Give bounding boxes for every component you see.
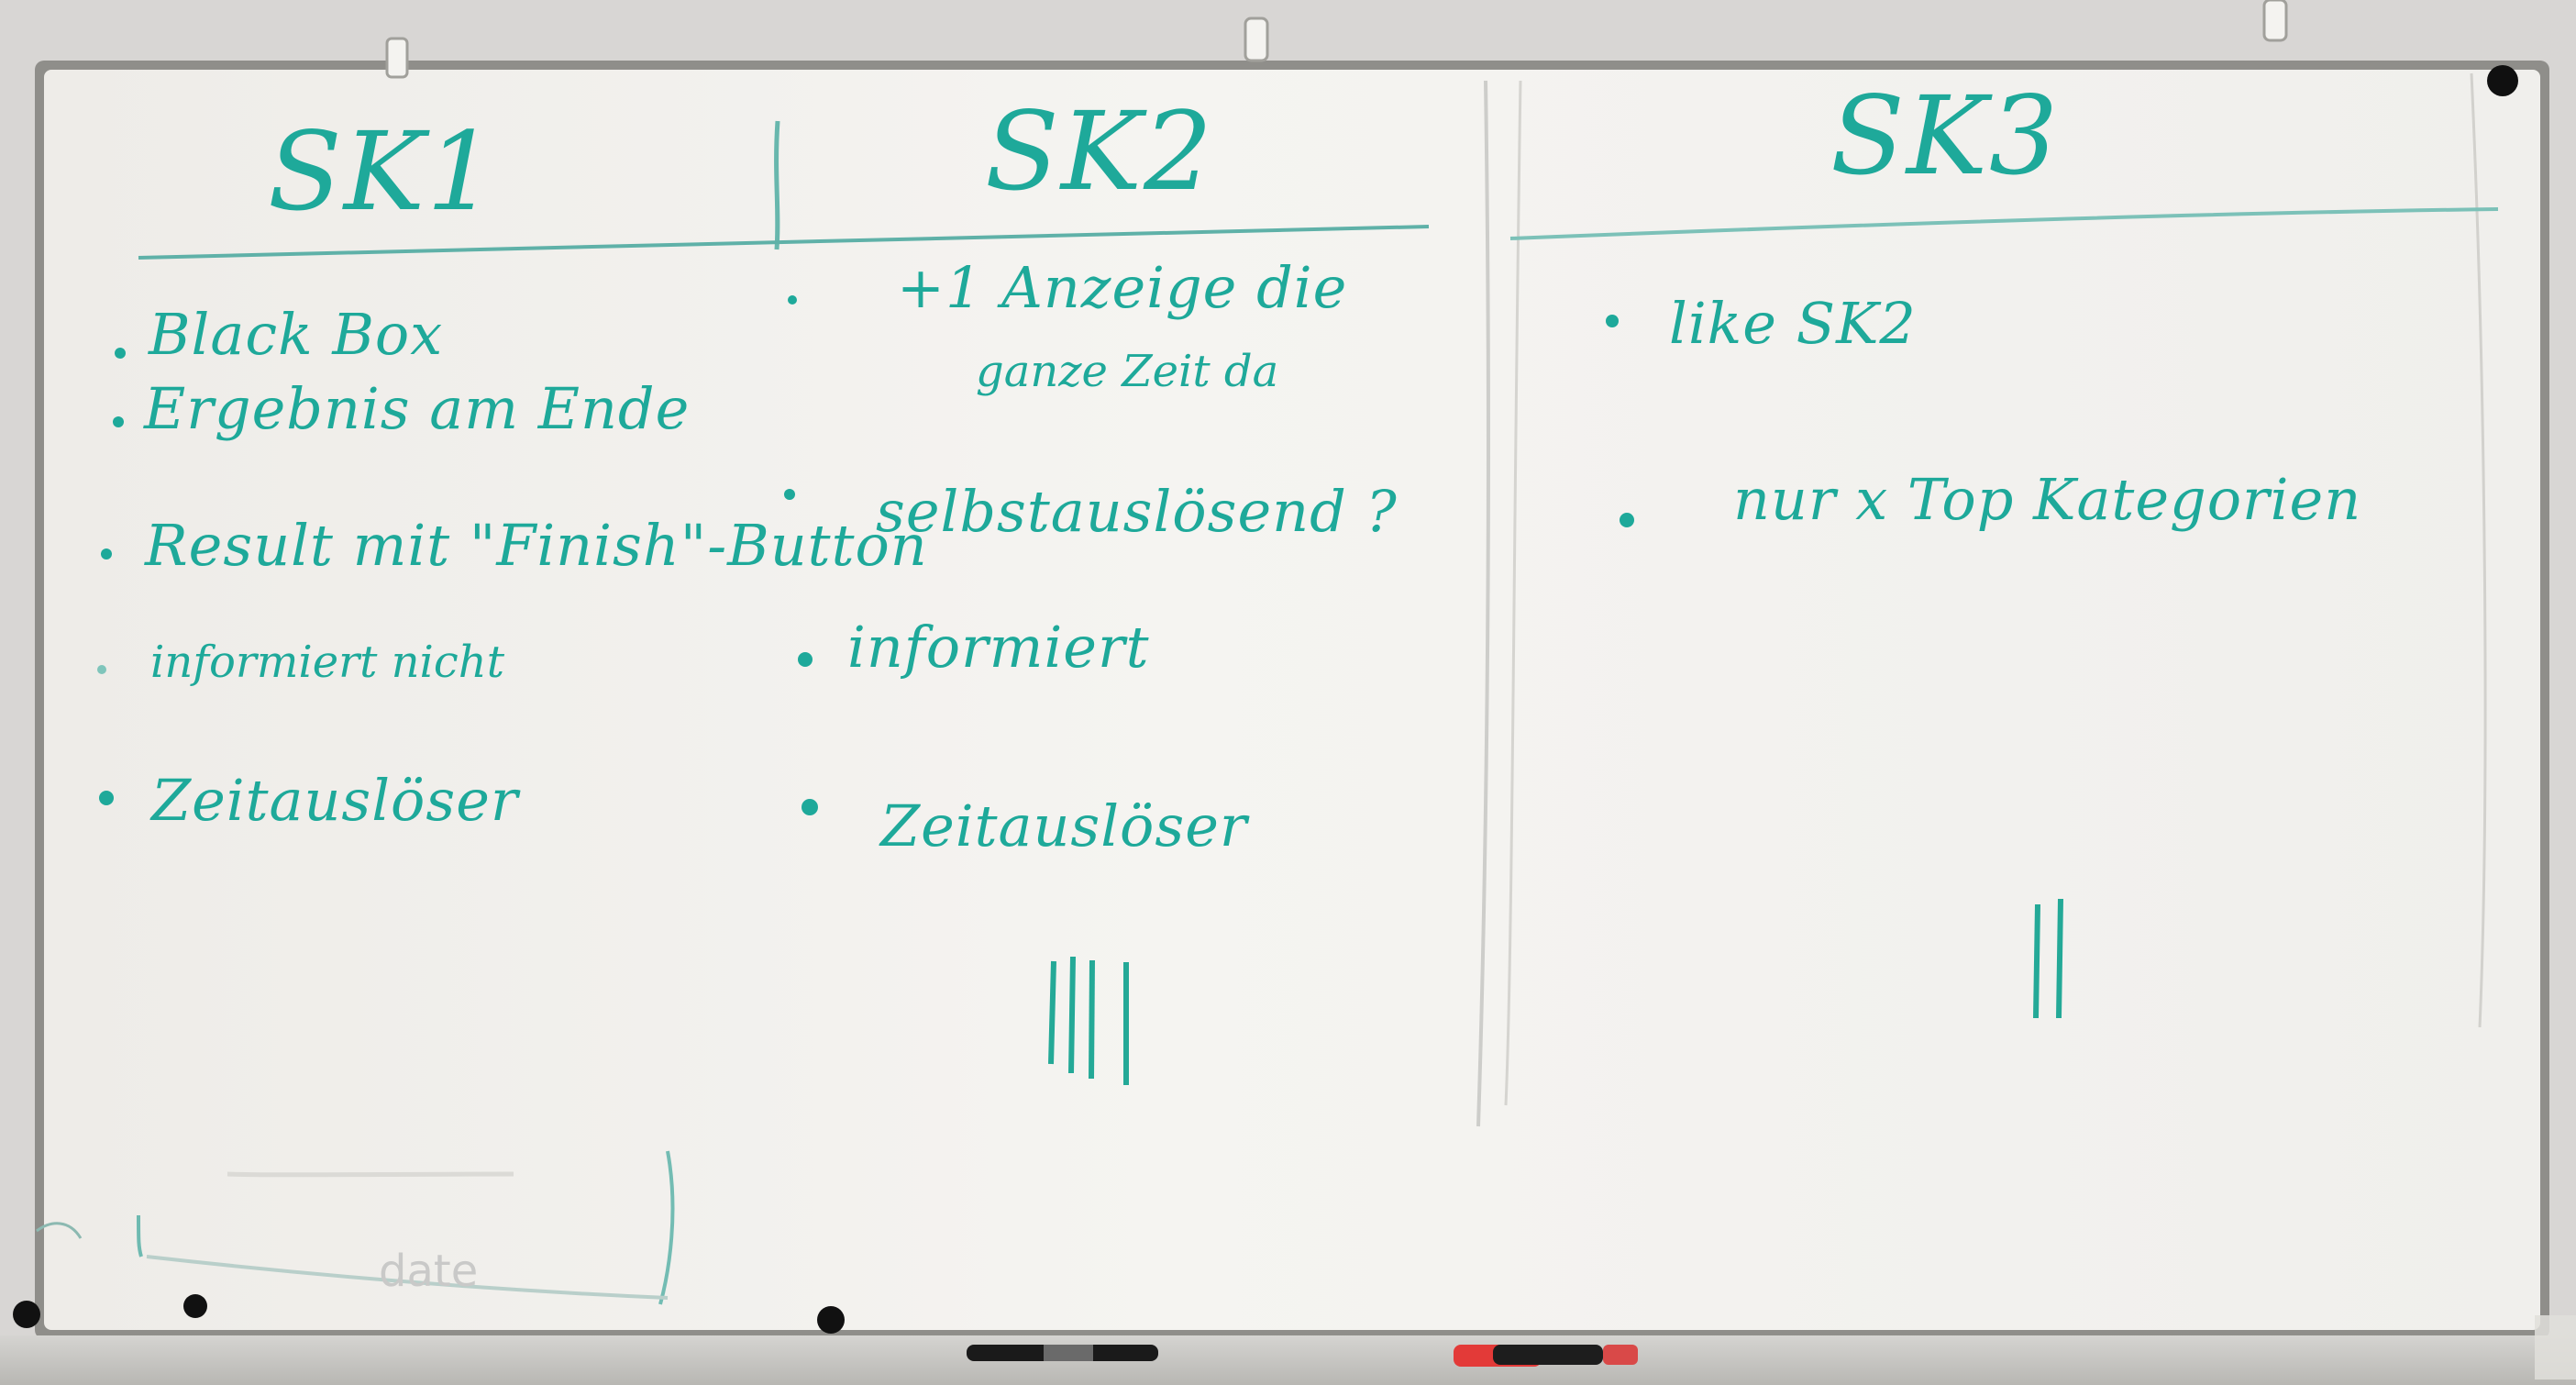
sk1-item-black-box: Black Box	[148, 301, 443, 368]
bullet-icon	[1606, 315, 1619, 327]
sk1-heading: SK1	[268, 108, 497, 235]
bullet-icon	[798, 652, 813, 667]
bullet-icon	[99, 791, 114, 805]
sk1-item-zeitausloeser: Zeitauslöser	[149, 767, 521, 834]
sk1-item-result-finish-button: Result mit "Finish"-Button	[144, 512, 928, 579]
marker-tray	[0, 1315, 2576, 1385]
sk2-item-anzeige-line-1: +1 Anzeige die	[897, 254, 1347, 321]
board-magnets	[13, 65, 2518, 1334]
magnet-icon	[817, 1306, 845, 1334]
sk3-item-like-sk2: like SK2	[1669, 290, 1917, 357]
bullet-icon	[101, 548, 112, 560]
bullet-icon	[113, 416, 124, 427]
column-dividers	[774, 72, 2487, 1127]
faint-erased-marks: date	[36, 1150, 675, 1305]
sk2-heading: SK2	[985, 88, 1214, 215]
sk1-item-ergebnis: Ergebnis am Ende	[143, 375, 690, 442]
bullet-icon	[784, 489, 795, 500]
bullet-icon	[788, 295, 797, 305]
bullet-icon	[115, 348, 126, 359]
sk3-item-top-kategorien: nur x Top Kategorien	[1733, 466, 2361, 533]
column-sk2: SK2 +1 Anzeige die ganze Zeit da selbsta…	[784, 88, 1398, 859]
faint-date-label: date	[379, 1246, 478, 1297]
sk2-item-informiert: informiert	[847, 614, 1150, 681]
sk3-heading: SK3	[1830, 72, 2060, 199]
clip-icon	[1244, 17, 1269, 62]
clip-icon	[385, 37, 409, 79]
column-sk1: SK1 Black Box Ergebnis am Ende Result mi…	[97, 108, 928, 834]
sk1-item-informiert-nicht: informiert nicht	[150, 637, 505, 688]
whiteboard-frame	[35, 61, 2549, 1339]
bullet-icon	[1620, 513, 1634, 527]
magnet-icon	[13, 1301, 40, 1328]
sk2-item-selbstausloesend: selbstauslösend ?	[876, 478, 1398, 545]
bullet-icon	[802, 799, 818, 815]
sk2-item-zeitausloeser: Zeitauslöser	[879, 792, 1250, 859]
magnet-icon	[183, 1294, 207, 1318]
heading-underlines	[138, 207, 2499, 260]
column-sk3: SK3 like SK2 nur x Top Kategorien	[1606, 72, 2361, 533]
bullet-icon	[97, 665, 106, 674]
clip-icon	[2262, 0, 2288, 42]
top-clips	[385, 0, 2288, 79]
magnet-icon	[2487, 65, 2518, 96]
sk2-item-anzeige-line-2: ganze Zeit da	[976, 346, 1278, 397]
tally-marks	[1048, 898, 2063, 1085]
